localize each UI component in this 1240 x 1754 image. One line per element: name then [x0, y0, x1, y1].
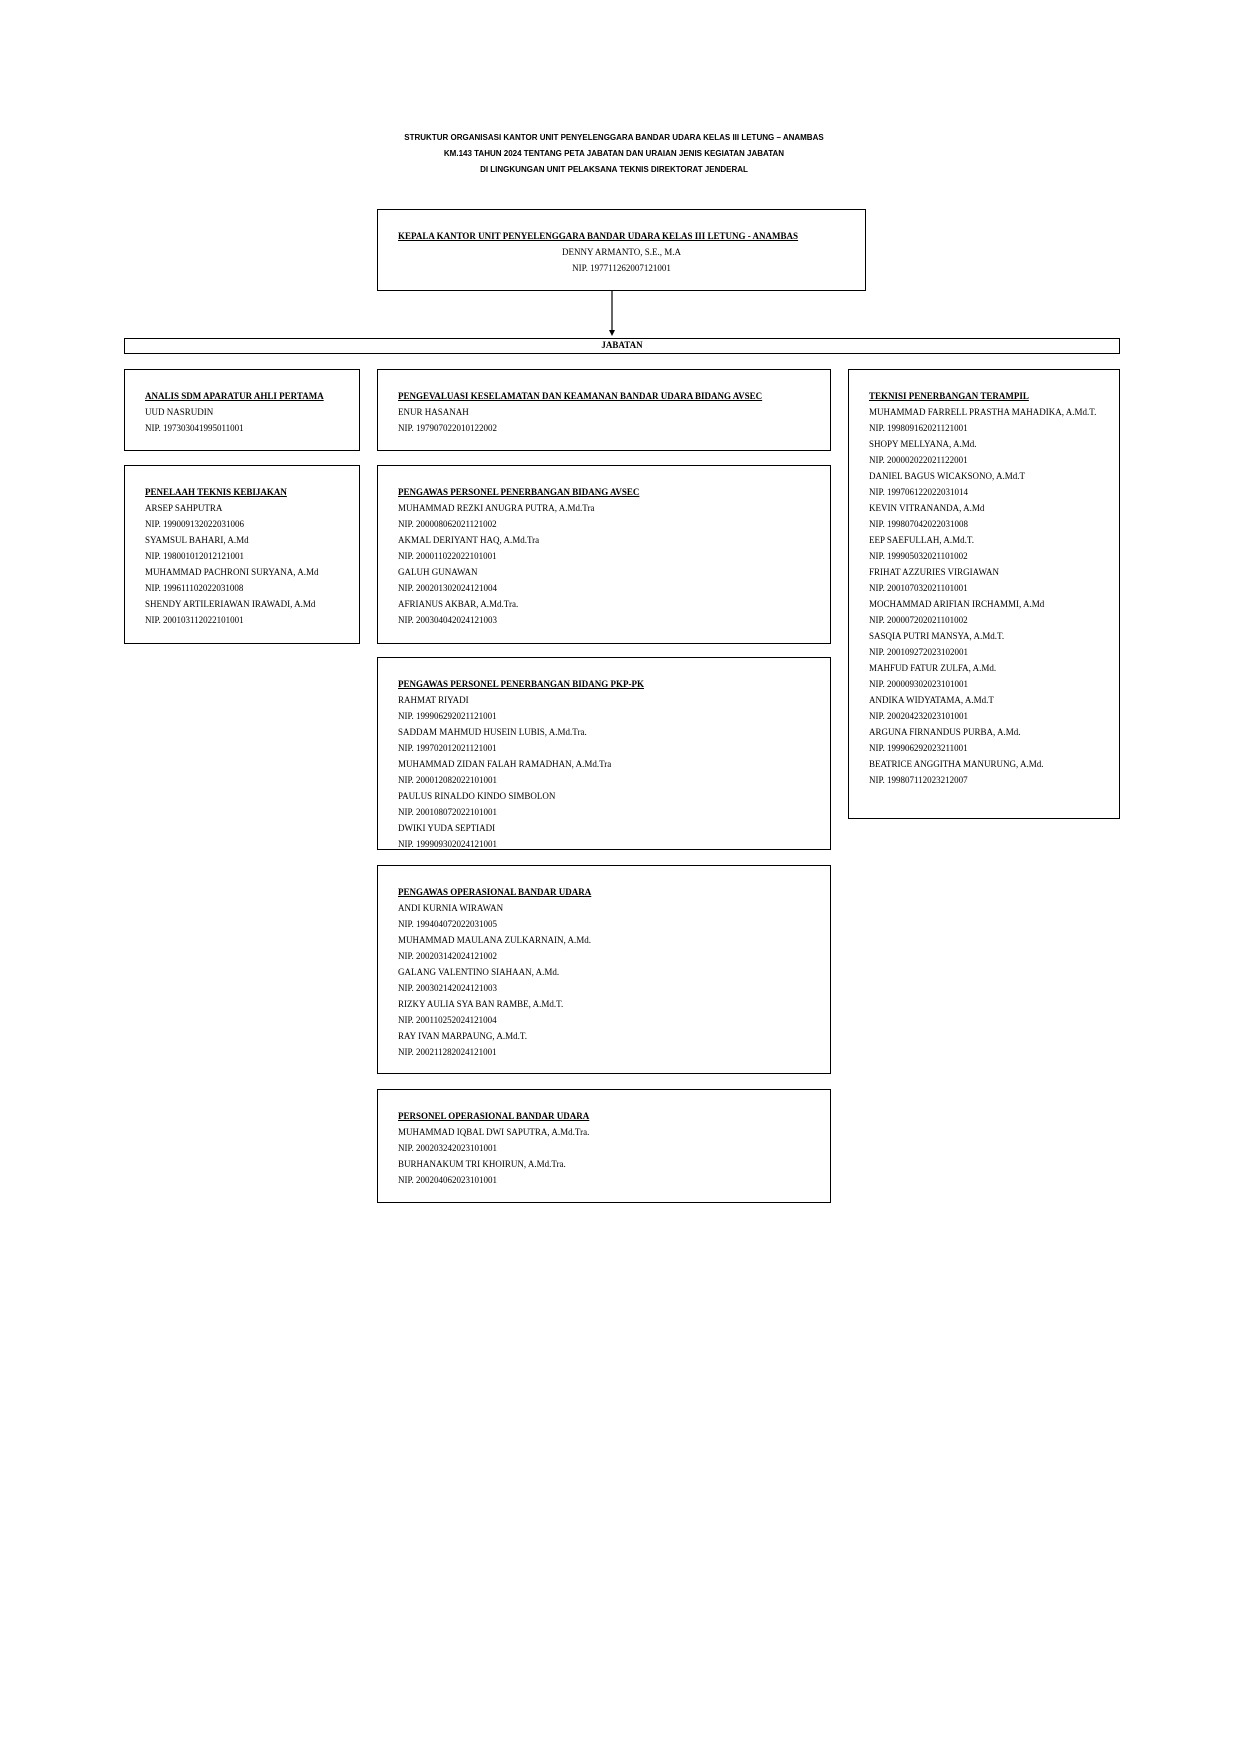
person-nip: NIP. 200110252024121004 [398, 1015, 497, 1025]
document-title: STRUKTUR ORGANISASI KANTOR UNIT PENYELEN… [300, 130, 928, 178]
box-title: PENGEVALUASI KESELAMATAN DAN KEAMANAN BA… [398, 391, 763, 401]
person-name: SYAMSUL BAHARI, A.Md [145, 535, 249, 545]
box-pengawas-avsec: PENGAWAS PERSONEL PENERBANGAN BIDANG AVS… [377, 465, 831, 644]
person-nip: NIP. 199807112023212007 [869, 775, 968, 785]
person-name: MOCHAMMAD ARIFIAN IRCHAMMI, A.Md [869, 599, 1045, 609]
person-nip: NIP. 200302142024121003 [398, 983, 498, 993]
person-nip: NIP. 199809162021121001 [869, 423, 968, 433]
person-name: AFRIANUS AKBAR, A.Md.Tra. [398, 599, 519, 609]
person-name: MUHAMMAD MAULANA ZULKARNAIN, A.Md. [398, 935, 592, 945]
person-name: MUHAMMAD FARRELL PRASTHA MAHADIKA, A.Md.… [869, 407, 1097, 417]
box-title: PENGAWAS OPERASIONAL BANDAR UDARA [398, 887, 592, 897]
person-nip: NIP. 199404072022031005 [398, 919, 498, 929]
person-nip: NIP. 200201302024121004 [398, 583, 498, 593]
title-line-1: STRUKTUR ORGANISASI KANTOR UNIT PENYELEN… [404, 133, 824, 142]
box-analis-sdm: ANALIS SDM APARATUR AHLI PERTAMA UUD NASR… [124, 369, 360, 451]
person-name: MAHFUD FATUR ZULFA, A.Md. [869, 663, 997, 673]
person-nip: NIP. 200103112022101001 [145, 615, 244, 625]
person-nip: NIP. 200109272023102001 [869, 647, 969, 657]
person-nip: NIP. 200108072022101001 [398, 807, 498, 817]
person-name: SHENDY ARTILERIAWAN IRAWADI, A.Md [145, 599, 316, 609]
person-name: GALUH GUNAWAN [398, 567, 478, 577]
person-nip: NIP. 197303041995011001 [145, 423, 244, 433]
connector-arrow [609, 291, 615, 336]
person-nip: NIP. 200007202021101002 [869, 615, 968, 625]
person-name: SASQIA PUTRI MANSYA, A.Md.T. [869, 631, 1005, 641]
person-nip: NIP. 199706122022031014 [869, 487, 969, 497]
person-name: ENUR HASANAH [398, 407, 469, 417]
person-name: RIZKY AULIA SYA BAN RAMBE, A.Md.T. [398, 999, 564, 1009]
person-nip: NIP. 200008062021121002 [398, 519, 497, 529]
person-nip: NIP. 199905032021101002 [869, 551, 968, 561]
box-title: PENGAWAS PERSONEL PENERBANGAN BIDANG AVS… [398, 487, 640, 497]
person-nip: NIP. 199611102022031008 [145, 583, 244, 593]
person-name: EEP SAEFULLAH, A.Md.T. [869, 535, 975, 545]
box-personel-operasional: PERSONEL OPERASIONAL BANDAR UDARA MUHAMMA… [377, 1089, 831, 1203]
person-nip: NIP. 200107032021101001 [869, 583, 968, 593]
person-name: DANIEL BAGUS WICAKSONO, A.Md.T [869, 471, 1026, 481]
head-office-box: KEPALA KANTOR UNIT PENYELENGGARA BANDAR … [377, 209, 866, 291]
title-line-2: KM.143 TAHUN 2024 TENTANG PETA JABATAN D… [443, 149, 785, 158]
person-name: ANDIKA WIDYATAMA, A.Md.T [869, 695, 994, 705]
box-teknisi-penerbangan: TEKNISI PENERBANGAN TERAMPIL MUHAMMAD FAR… [848, 369, 1120, 819]
title-line-3: DI LINGKUNGAN UNIT PELAKSANA TEKNIS DIRE… [480, 165, 748, 174]
person-nip: NIP. 200002022021122001 [869, 455, 968, 465]
person-nip: NIP. 200011022022101001 [398, 551, 497, 561]
person-name: ARSEP SAHPUTRA [145, 503, 223, 513]
person-name: SADDAM MAHMUD HUSEIN LUBIS, A.Md.Tra. [398, 727, 587, 737]
person-name: ANDI KURNIA WIRAWAN [398, 903, 504, 913]
person-name: BEATRICE ANGGITHA MANURUNG, A.Md. [869, 759, 1044, 769]
box-pengawas-operasional: PENGAWAS OPERASIONAL BANDAR UDARA ANDI KU… [377, 865, 831, 1074]
person-nip: NIP. 199009132022031006 [145, 519, 245, 529]
person-nip: NIP. 200204062023101001 [398, 1175, 498, 1185]
person-nip: NIP. 200204232023101001 [869, 711, 969, 721]
person-name: MUHAMMAD IQBAL DWI SAPUTRA, A.Md.Tra. [398, 1127, 590, 1137]
person-nip: NIP. 199909302024121001 [398, 839, 498, 849]
person-nip: NIP. 198001012012121001 [145, 551, 245, 561]
head-title: KEPALA KANTOR UNIT PENYELENGGARA BANDAR … [398, 231, 799, 241]
person-nip: NIP. 200012082022101001 [398, 775, 498, 785]
person-name: MUHAMMAD PACHRONI SURYANA, A.Md [145, 567, 319, 577]
person-name: KEVIN VITRANANDA, A.Md [869, 503, 985, 513]
box-pengawas-pkppk: PENGAWAS PERSONEL PENERBANGAN BIDANG PKP… [377, 657, 831, 850]
person-name: PAULUS RINALDO KINDO SIMBOLON [398, 791, 556, 801]
person-nip: NIP. 200211282024121001 [398, 1047, 497, 1057]
box-penelaah-teknis: PENELAAH TEKNIS KEBIJAKAN ARSEP SAHPUTRA N… [124, 465, 360, 644]
box-title: PENGAWAS PERSONEL PENERBANGAN BIDANG PKP… [398, 679, 645, 689]
person-name: BURHANAKUM TRI KHOIRUN, A.Md.Tra. [398, 1159, 566, 1169]
jabatan-bar: JABATAN [124, 338, 1120, 354]
box-title: PERSONEL OPERASIONAL BANDAR UDARA [398, 1111, 590, 1121]
person-nip: NIP. 199702012021121001 [398, 743, 497, 753]
box-title: ANALIS SDM APARATUR AHLI PERTAMA [145, 391, 324, 401]
person-name: SHOPY MELLYANA, A.Md. [869, 439, 977, 449]
person-name: MUHAMMAD ZIDAN FALAH RAMADHAN, A.Md.Tra [398, 759, 612, 769]
box-title: TEKNISI PENERBANGAN TERAMPIL [869, 391, 1029, 401]
person-name: RAHMAT RIYADI [398, 695, 469, 705]
person-nip: NIP. 199807042022031008 [869, 519, 969, 529]
person-nip: NIP. 200009302023101001 [869, 679, 969, 689]
person-name: UUD NASRUDIN [145, 407, 214, 417]
person-nip: NIP. 199906292023211001 [869, 743, 968, 753]
person-nip: NIP. 199906292021121001 [398, 711, 497, 721]
person-name: FRIHAT AZZURIES VIRGIAWAN [869, 567, 999, 577]
person-name: AKMAL DERIYANT HAQ, A.Md.Tra [398, 535, 540, 545]
person-nip: NIP. 200203242023101001 [398, 1143, 498, 1153]
head-nip: NIP. 197711262007121001 [572, 263, 671, 273]
person-nip: NIP. 200304042024121003 [398, 615, 498, 625]
person-name: RAY IVAN MARPAUNG, A.Md.T. [398, 1031, 527, 1041]
head-name: DENNY ARMANTO, S.E., M.A [561, 247, 681, 257]
person-name: GALANG VALENTINO SIAHAAN, A.Md. [398, 967, 560, 977]
person-name: ARGUNA FIRNANDUS PURBA, A.Md. [869, 727, 1021, 737]
person-name: MUHAMMAD REZKI ANUGRA PUTRA, A.Md.Tra [398, 503, 595, 513]
box-pengevaluasi: PENGEVALUASI KESELAMATAN DAN KEAMANAN BA… [377, 369, 831, 451]
box-title: PENELAAH TEKNIS KEBIJAKAN [145, 487, 287, 497]
person-nip: NIP. 197907022010122002 [398, 423, 498, 433]
person-name: DWIKI YUDA SEPTIADI [398, 823, 496, 833]
person-nip: NIP. 200203142024121002 [398, 951, 498, 961]
